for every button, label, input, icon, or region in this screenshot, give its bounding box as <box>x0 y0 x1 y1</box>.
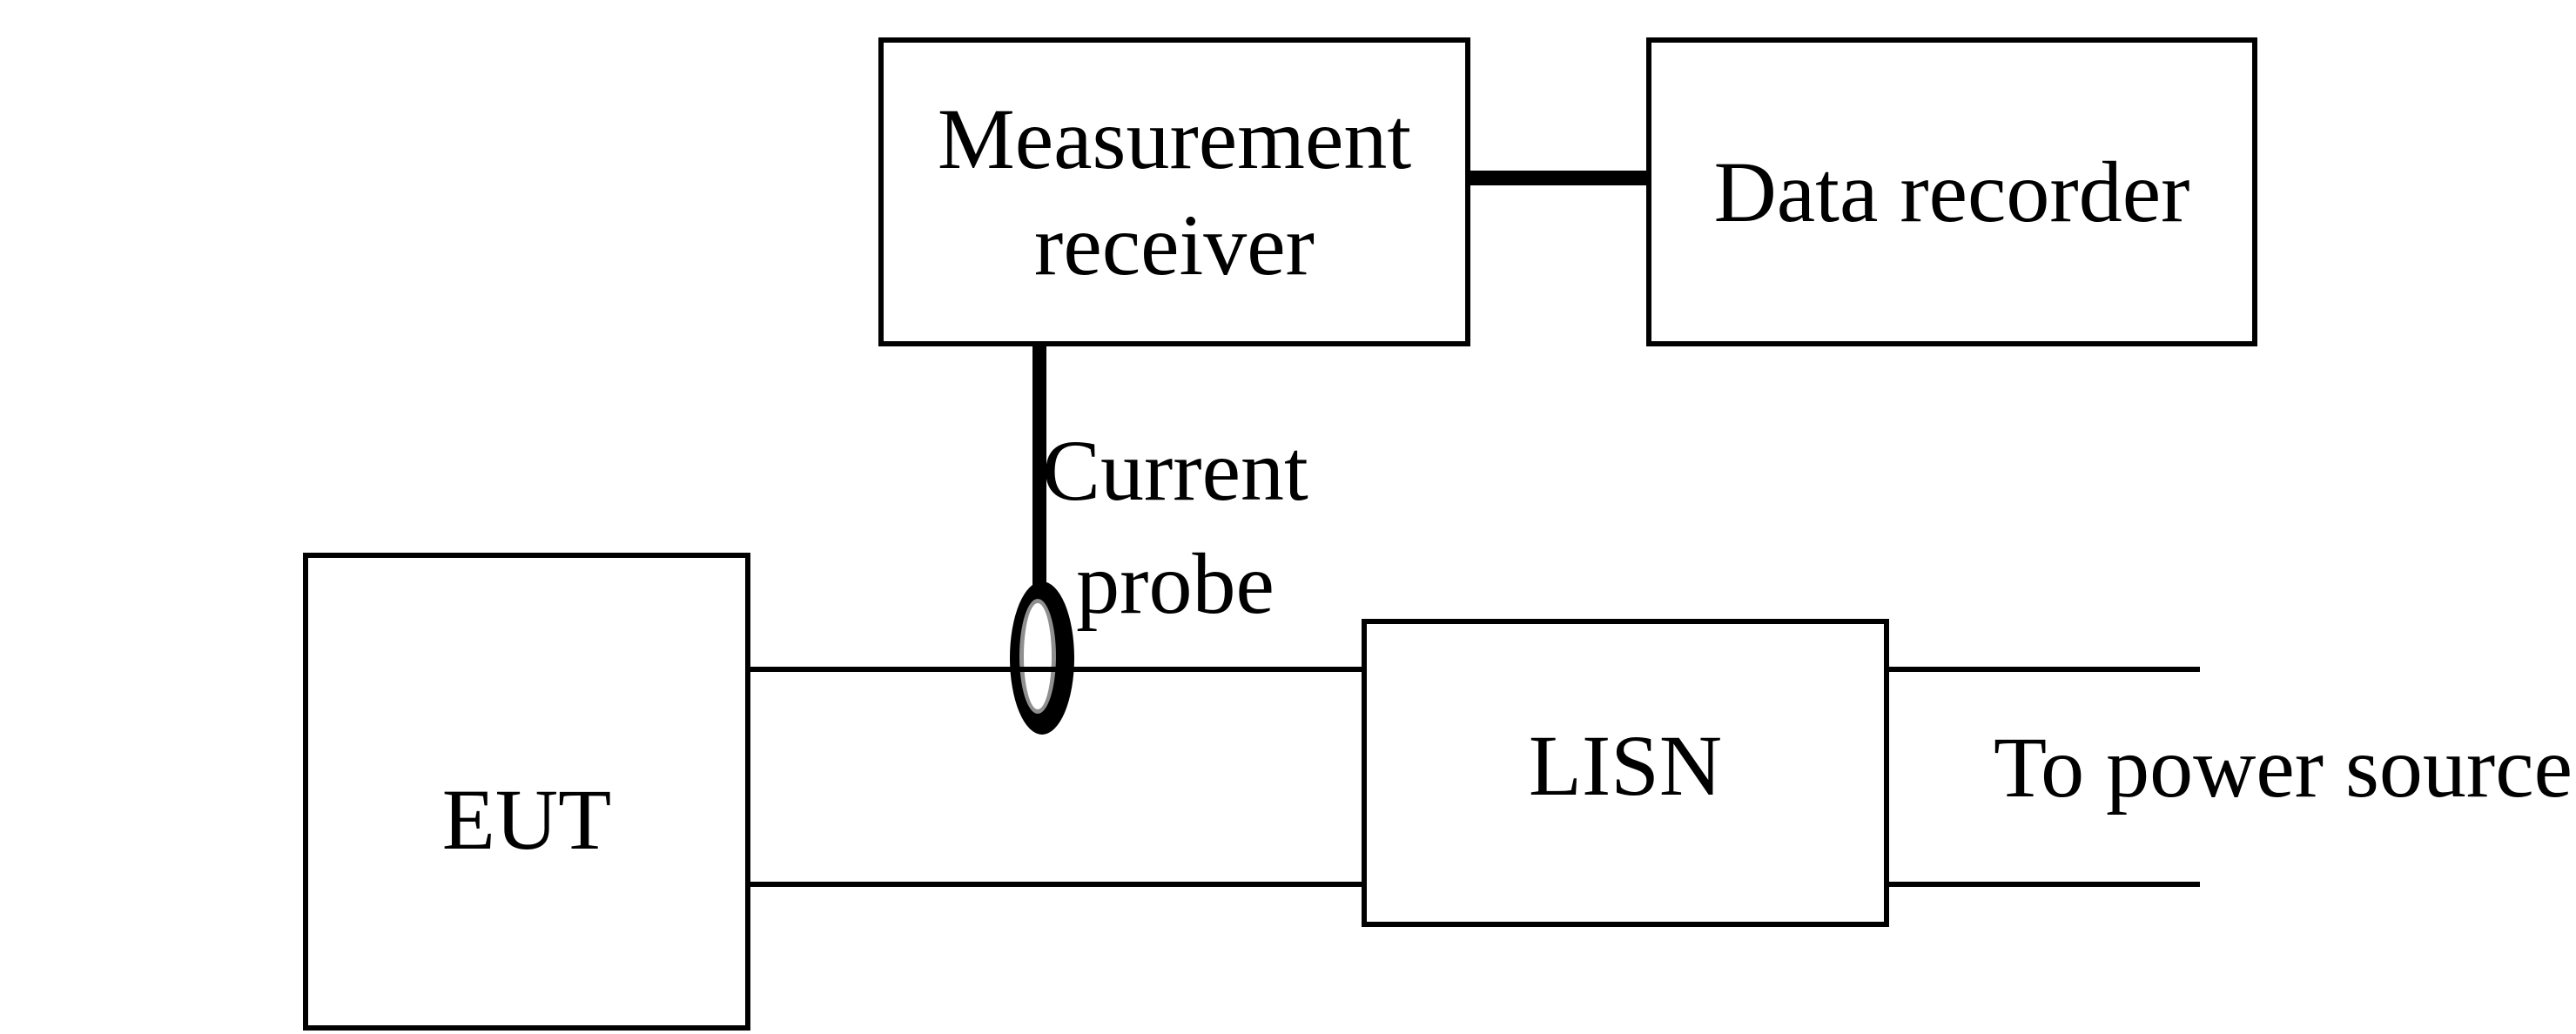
data-recorder-box: Data recorder <box>1646 37 2257 346</box>
eut-box: EUT <box>303 553 750 1031</box>
receiver-to-probe-connector <box>1032 341 1046 590</box>
to-power-source-label: To power source <box>1994 719 2573 816</box>
current-probe-label-line1: Current <box>1042 422 1308 519</box>
eut-to-lisn-wire-top <box>750 667 1362 672</box>
data-recorder-label: Data recorder <box>1713 143 2190 240</box>
receiver-to-recorder-connector <box>1470 171 1646 185</box>
eut-label: EUT <box>441 770 612 868</box>
lisn-box: LISN <box>1362 619 1889 927</box>
measurement-receiver-label: Measurement receiver <box>938 86 1411 299</box>
lisn-to-power-wire-bottom <box>1889 882 2200 887</box>
eut-to-lisn-wire-bottom <box>750 882 1362 887</box>
current-probe-label: Current probe <box>1001 414 1349 641</box>
measurement-receiver-label-line1: Measurement <box>937 90 1412 187</box>
current-probe-ring-hole <box>1019 599 1056 714</box>
lisn-to-power-wire-top <box>1889 667 2200 672</box>
measurement-receiver-box: Measurement receiver <box>878 37 1470 346</box>
current-probe-label-line2: probe <box>1076 535 1275 632</box>
measurement-receiver-label-line2: receiver <box>1034 196 1315 293</box>
lisn-label: LISN <box>1528 717 1723 814</box>
